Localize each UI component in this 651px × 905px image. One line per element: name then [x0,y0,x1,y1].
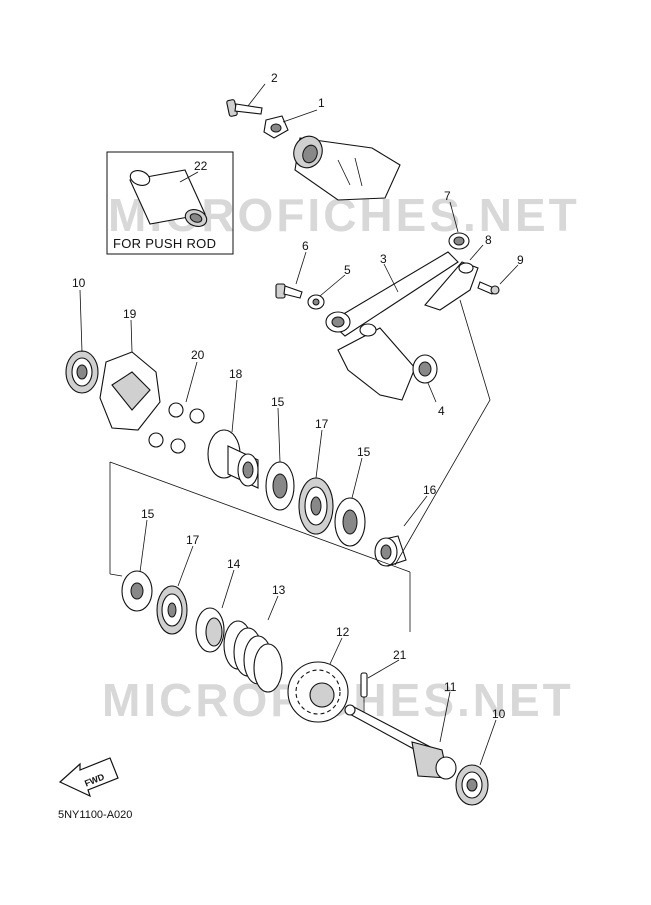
part-15-washer-right [334,497,366,547]
callout-10-left: 10 [72,276,86,290]
callout-20: 20 [191,348,205,362]
part-14-collar [195,607,225,653]
callout-11: 11 [444,680,457,694]
part-13-spring [223,620,283,693]
part-20-balls [148,402,205,454]
part-4-collar [412,354,438,384]
part-8-lever [424,261,479,311]
callout-12: 12 [336,625,350,639]
cylinder [293,135,401,201]
callout-16: 16 [423,483,437,497]
callout-14: 14 [227,557,241,571]
callout-7: 7 [444,189,451,203]
part-11-shaft [344,704,457,780]
fwd-arrow: FWD [58,757,119,798]
leader-lines [79,83,519,766]
callout-22: 22 [194,159,208,173]
callout-18: 18 [229,367,243,381]
callout-6: 6 [302,239,309,253]
callout-15-a: 15 [271,395,285,409]
part-15-washer-lower [121,570,153,612]
part-12-gear [287,661,349,723]
part-6-bolt [275,283,303,299]
callout-21: 21 [393,648,407,662]
callout-15-c: 15 [141,507,155,521]
callout-5: 5 [344,263,351,277]
callout-19: 19 [123,307,137,321]
part-21-pin [360,672,368,712]
callout-2: 2 [271,71,278,85]
callout-3: 3 [380,252,387,266]
push-rod-inset: FOR PUSH ROD [106,151,234,255]
part-17-bearing-lower [156,585,188,635]
callout-17-a: 17 [315,417,329,431]
callout-1: 1 [318,96,325,110]
part-15-washer-upper [265,461,295,511]
drawing-code: 5NY1100-A020 [58,809,132,821]
part-10-bearing-right [455,764,489,806]
part-9-bolt [477,281,500,295]
part-2-bolt [226,99,263,117]
callout-4: 4 [438,404,445,418]
part-16-collar [374,535,407,567]
part-19-guide [99,351,161,431]
callout-13: 13 [272,583,286,597]
callout-15-b: 15 [357,445,371,459]
part-1-nut [263,115,289,139]
part-18-sleeve [207,429,259,489]
part-3-lever [325,251,459,401]
part-5-washer [307,294,325,310]
callout-9: 9 [517,253,524,267]
callouts: 2 1 22 7 8 6 5 3 9 10 19 20 4 18 15 17 1… [72,71,524,721]
group-bracket-lines [109,299,491,632]
part-7-bushing [448,232,470,250]
part-10-bearing-left [65,350,99,394]
callout-10-right: 10 [492,707,506,721]
inset-label: FOR PUSH ROD [113,236,216,251]
callout-8: 8 [485,233,492,247]
part-17-bearing-upper [298,477,334,535]
callout-17-b: 17 [186,533,200,547]
